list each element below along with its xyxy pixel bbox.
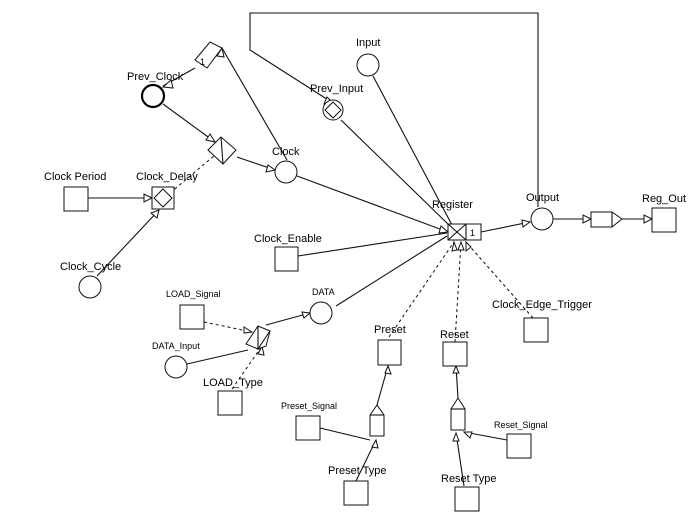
arrow-head xyxy=(452,431,460,442)
arrow-head xyxy=(161,79,174,89)
clock-converter[interactable] xyxy=(207,136,237,165)
clock-edge-trigger-label: Clock_Edge_Trigger xyxy=(492,299,592,311)
arrow-head xyxy=(150,209,160,219)
wire-register-to-output[interactable] xyxy=(480,221,531,233)
data-node[interactable]: DATA xyxy=(309,287,335,325)
dash-load-signal-to-conv[interactable] xyxy=(203,321,253,333)
wire-preset-signal-to-conv[interactable] xyxy=(319,427,371,441)
reset-label: Reset xyxy=(440,329,469,341)
arrow-head xyxy=(301,311,312,319)
output-label: Output xyxy=(526,192,559,204)
register-delay-mark: 1 xyxy=(470,228,475,238)
prev-input-node[interactable]: Prev_Input xyxy=(310,83,363,121)
connectors xyxy=(88,12,652,487)
clock-label: Clock xyxy=(272,146,300,158)
arrow-head xyxy=(462,431,473,439)
arrow-head xyxy=(521,219,532,228)
clock-enable-label: Clock_Enable xyxy=(254,233,322,245)
wire-prev-clock-to-clock-conv[interactable] xyxy=(162,103,216,143)
dash-preset-to-register[interactable] xyxy=(388,241,455,338)
input-label: Input xyxy=(356,37,380,49)
clock-edge-trigger-node[interactable]: Clock_Edge_Trigger xyxy=(492,299,592,343)
register-node[interactable]: 1 Register xyxy=(432,199,482,241)
wire-input-to-register[interactable] xyxy=(372,75,453,226)
wire-data-to-register[interactable] xyxy=(335,235,448,307)
preset-signal-node[interactable]: Preset_Signal xyxy=(281,401,337,441)
arrow-head xyxy=(582,214,593,224)
prev-clock-label: Prev_Clock xyxy=(127,71,184,83)
reg-out-node[interactable]: Reg_Out xyxy=(642,193,686,233)
prev-clock-delay-box[interactable]: 1 xyxy=(194,41,223,69)
arrow-head xyxy=(457,240,465,251)
data-input-label: DATA_Input xyxy=(152,341,200,351)
load-type-node[interactable]: LOAD_Type xyxy=(203,377,263,416)
arrow-head xyxy=(371,438,379,449)
preset-type-node[interactable]: Preset Type xyxy=(328,465,387,506)
wire-data-input-to-conv[interactable] xyxy=(186,349,249,365)
preset-type-label: Preset Type xyxy=(328,465,387,477)
clock-period-node[interactable]: Clock Period xyxy=(44,171,106,212)
arrow-head xyxy=(143,193,154,203)
wire-prev-input-to-register[interactable] xyxy=(340,119,451,227)
preset-signal-label: Preset_Signal xyxy=(281,401,337,411)
dash-edge-trigger-to-register[interactable] xyxy=(465,241,534,319)
arrow-head xyxy=(643,214,654,224)
arrow-head xyxy=(243,326,254,334)
reg-out-label: Reg_Out xyxy=(642,193,686,205)
output-converter[interactable] xyxy=(590,211,623,228)
input-node[interactable]: Input xyxy=(356,37,380,77)
prev-clock-node[interactable]: Prev_Clock xyxy=(127,71,184,109)
arrow-head xyxy=(384,364,392,375)
feedback-loop-wire[interactable] xyxy=(249,12,539,207)
data-input-node[interactable]: DATA_Input xyxy=(152,341,200,379)
reset-converter[interactable] xyxy=(450,397,466,431)
preset-converter[interactable] xyxy=(369,404,385,437)
preset-node[interactable]: Preset xyxy=(374,324,406,366)
reset-signal-label: Reset_Signal xyxy=(494,420,548,430)
preset-label: Preset xyxy=(374,324,406,336)
load-type-label: LOAD_Type xyxy=(203,377,263,389)
clock-period-label: Clock Period xyxy=(44,171,106,183)
arrow-head xyxy=(465,240,472,253)
wire-clock-to-register[interactable] xyxy=(296,175,449,233)
clock-enable-node[interactable]: Clock_Enable xyxy=(254,233,322,272)
arrow-head xyxy=(438,225,450,234)
arrow-head xyxy=(257,344,265,356)
clock-cycle-node[interactable]: Clock_Cycle xyxy=(60,261,121,299)
reset-type-label: Reset Type xyxy=(441,473,496,485)
prev-clock-delay-mark: 1 xyxy=(200,57,205,67)
wire-enable-to-register[interactable] xyxy=(297,232,448,257)
arrow-head xyxy=(452,364,460,374)
clock-delay-node[interactable]: Clock_Delay xyxy=(136,171,198,210)
data-label: DATA xyxy=(312,287,335,297)
dash-load-type-to-conv[interactable] xyxy=(231,345,263,390)
load-signal-label: LOAD_Signal xyxy=(166,289,221,299)
output-node[interactable]: Output xyxy=(526,192,559,231)
clock-delay-label: Clock_Delay xyxy=(136,171,198,183)
clock-cycle-label: Clock_Cycle xyxy=(60,261,121,273)
wire-cycle-to-delay[interactable] xyxy=(96,209,160,277)
dash-reset-to-register[interactable] xyxy=(454,241,462,343)
arrow-head xyxy=(451,240,458,252)
clock-node[interactable]: Clock xyxy=(272,146,300,184)
wire-reset-type-to-conv[interactable] xyxy=(455,432,465,487)
arrow-head xyxy=(205,133,217,143)
reset-signal-node[interactable]: Reset_Signal xyxy=(494,420,548,459)
register-label: Register xyxy=(432,199,473,211)
prev-input-label: Prev_Input xyxy=(310,83,363,95)
data-converter[interactable] xyxy=(245,325,271,351)
wire-clock-to-prev-delay[interactable] xyxy=(221,47,288,161)
load-signal-node[interactable]: LOAD_Signal xyxy=(166,289,221,330)
reset-type-node[interactable]: Reset Type xyxy=(441,473,496,512)
reset-node[interactable]: Reset xyxy=(440,329,469,367)
arrow-head xyxy=(265,164,277,173)
dash-clock-delay-to-conv[interactable] xyxy=(169,154,216,194)
